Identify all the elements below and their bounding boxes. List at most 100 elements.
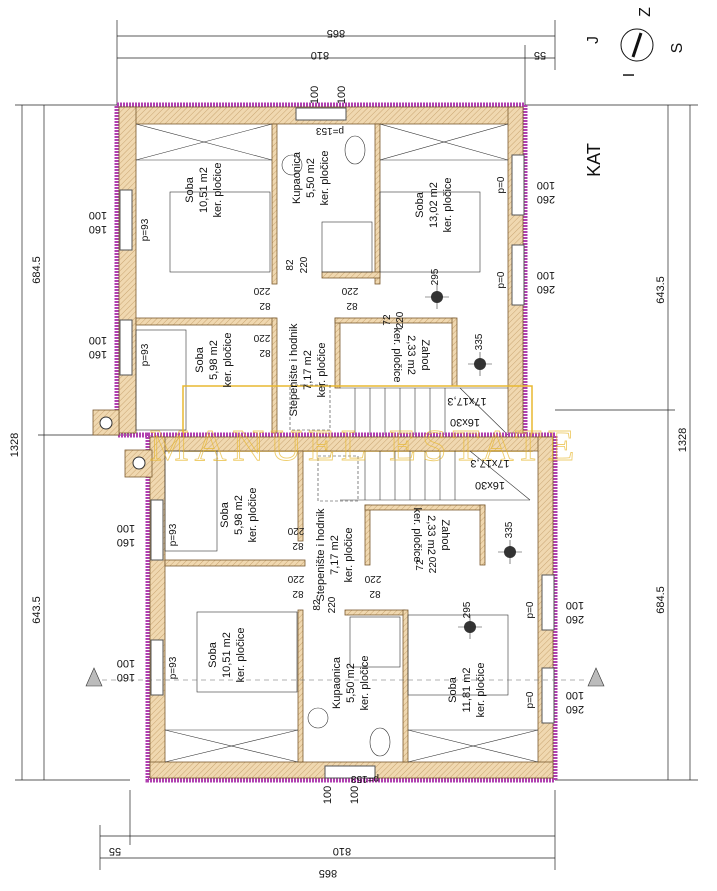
svg-text:Soba: Soba <box>447 676 459 703</box>
sill-height: p=0 <box>525 691 536 708</box>
door-width: 72 <box>382 314 393 326</box>
door-height: 220 <box>428 556 439 573</box>
dimension-labels: 865 810 55 810 55 865 684.5 643.5 1328 6… <box>9 27 689 879</box>
door-height: 220 <box>253 332 270 343</box>
level-mark: 335 <box>504 521 515 538</box>
watermark: MANUEL ESTATE <box>150 421 581 470</box>
svg-text:ker. pločice: ker. pločice <box>343 527 355 582</box>
svg-text:7,17 m2: 7,17 m2 <box>329 535 341 575</box>
compass: Z S J I <box>585 7 686 77</box>
svg-text:13,02 m2: 13,02 m2 <box>428 182 440 228</box>
svg-text:ker. pločice: ker. pločice <box>475 662 487 717</box>
svg-text:2,33 m2: 2,33 m2 <box>405 335 417 375</box>
door-width: 82 <box>285 259 296 271</box>
svg-text:Soba: Soba <box>207 641 219 668</box>
svg-text:11,81 m2: 11,81 m2 <box>461 667 473 712</box>
window-height: 100 <box>566 599 584 611</box>
svg-text:Zahod: Zahod <box>439 519 451 550</box>
door-width: 82 <box>292 588 304 599</box>
door-width: 82 <box>369 588 381 599</box>
door-height: 220 <box>287 573 304 584</box>
sill-height: p=153 <box>316 125 345 136</box>
window-height: 100 <box>537 269 555 281</box>
window-height: 100 <box>117 522 135 534</box>
stair-tread-size: 16x30 <box>450 416 480 428</box>
section-marker-icon <box>85 667 103 687</box>
svg-text:ker. pločice: ker. pločice <box>235 627 247 682</box>
dim-right-upper: 643.5 <box>655 276 667 304</box>
svg-text:10,51 m2: 10,51 m2 <box>221 632 233 678</box>
window-width: 260 <box>566 703 584 715</box>
svg-text:ker. pločice: ker. pločice <box>212 162 224 217</box>
stair-tread-size: 16x30 <box>475 479 505 491</box>
svg-text:5,50 m2: 5,50 m2 <box>305 158 317 198</box>
dim-right-total: 1328 <box>677 428 689 452</box>
door-height: 220 <box>395 311 406 328</box>
level-mark: 295 <box>462 601 473 618</box>
sill-height: p=0 <box>496 176 507 193</box>
window-height: 100 <box>89 209 107 221</box>
dim-bottom-inner: 810 <box>333 845 351 857</box>
svg-text:Soba: Soba <box>414 191 426 218</box>
svg-text:ker. pločice: ker. pločice <box>247 487 259 542</box>
svg-text:7,17 m2: 7,17 m2 <box>302 350 314 390</box>
stair-step-size: 17x17,3 <box>447 395 486 407</box>
window-width: 160 <box>89 348 107 360</box>
window-width: 160 <box>117 536 135 548</box>
window-height: 100 <box>566 689 584 701</box>
door-width: 72 <box>415 559 426 571</box>
svg-text:5,98 m2: 5,98 m2 <box>208 340 220 380</box>
svg-text:ker. pločice: ker. pločice <box>316 342 328 397</box>
door-height: 220 <box>287 525 304 536</box>
window-height: 100 <box>117 657 135 669</box>
sill-height: p=153 <box>351 773 380 784</box>
dim-left-upper: 684.5 <box>31 256 43 284</box>
window-width: 260 <box>537 283 555 295</box>
svg-text:ker. pločice: ker. pločice <box>411 507 423 562</box>
svg-text:10,51 m2: 10,51 m2 <box>198 167 210 213</box>
sill-height: p=93 <box>140 343 151 366</box>
svg-text:Kupaonica: Kupaonica <box>331 656 343 709</box>
svg-text:Stepenište i hodnik: Stepenište i hodnik <box>288 323 300 416</box>
window-height: 100 <box>537 179 555 191</box>
dim-top-offset: 55 <box>534 49 546 61</box>
sill-height: p=0 <box>496 271 507 288</box>
dim-bottom-window-a: 100 <box>322 786 334 804</box>
window-width: 260 <box>537 193 555 205</box>
dim-bottom-total: 865 <box>319 867 337 879</box>
dim-left-lower: 643.5 <box>31 596 43 624</box>
door-width: 82 <box>259 300 271 311</box>
compass-south: S <box>669 43 686 54</box>
svg-text:Stepenište i hodnik: Stepenište i hodnik <box>315 508 327 601</box>
door-height: 220 <box>253 285 270 296</box>
compass-west: J <box>585 36 602 44</box>
svg-text:ker. pločice: ker. pločice <box>391 327 403 382</box>
door-height: 220 <box>299 256 310 273</box>
door-height: 220 <box>327 596 338 613</box>
floor-title: KAT <box>584 143 604 177</box>
dim-right-lower: 684.5 <box>655 586 667 614</box>
compass-east: I <box>621 73 638 77</box>
window-height: 100 <box>89 334 107 346</box>
svg-text:ker. pločice: ker. pločice <box>222 332 234 387</box>
upper-unit-walls <box>92 102 528 438</box>
svg-text:Soba: Soba <box>184 176 196 203</box>
sill-height: p=93 <box>168 656 179 679</box>
window-width: 160 <box>89 223 107 235</box>
svg-text:Kupaonica: Kupaonica <box>291 151 303 204</box>
svg-text:Soba: Soba <box>219 501 231 528</box>
svg-text:2,33 m2: 2,33 m2 <box>425 515 437 555</box>
dim-left-total: 1328 <box>9 433 21 457</box>
svg-text:ker. pločice: ker. pločice <box>359 655 371 710</box>
